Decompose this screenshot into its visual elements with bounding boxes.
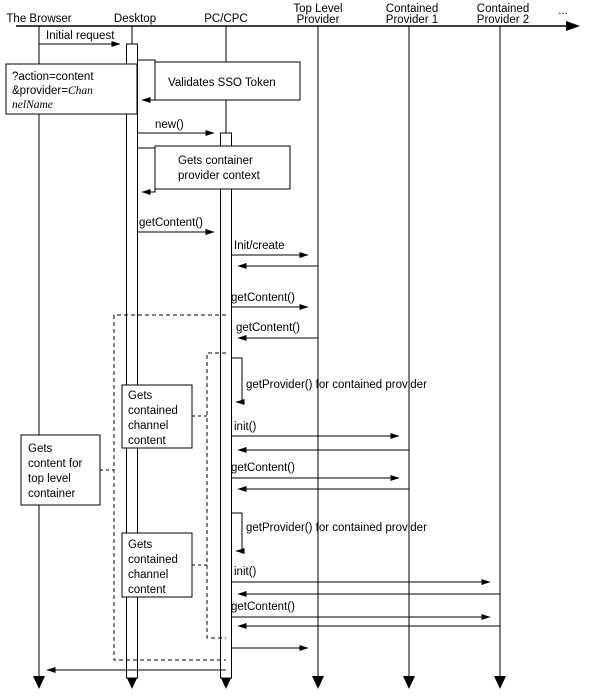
message-label-init-cp2: init() <box>234 566 257 578</box>
ellipsis-label: ... <box>558 5 568 17</box>
message-new: new() <box>137 119 215 137</box>
self-call-desktop-container-context <box>137 147 156 195</box>
note-contained-channel-content-1: Gets contained channel content <box>121 384 193 449</box>
note-contained-1-line3: channel <box>128 420 168 432</box>
message-getcontent-cp1: getContent() <box>231 462 400 482</box>
lifeline-header-toplevel: Top Level Provider <box>293 3 342 26</box>
message-label-getcontent-1: getContent() <box>139 217 203 229</box>
message-getcontent-toplevel-pccpc: getContent() <box>236 322 318 341</box>
lifeline-label-cp1-line1: Contained <box>386 3 438 15</box>
message-label-new: new() <box>155 119 184 131</box>
lifeline-label-cp2-line2: Provider 2 <box>477 14 529 26</box>
message-label-init-create: Init/create <box>234 240 285 252</box>
message-label-getcontent-cp1: getContent() <box>231 462 295 474</box>
lifeline-label-pccpc: PC/CPC <box>204 13 247 25</box>
self-call-pccpc-getprovider-2: getProvider() for contained provider <box>231 512 427 554</box>
self-call-desktop-validates-sso <box>137 59 156 103</box>
message-init-cp1: init() <box>231 421 400 440</box>
note-toplevel-line3: top level <box>28 473 71 485</box>
lifeline-header-cp1: Contained Provider 1 <box>386 3 438 26</box>
note-browser-url-line3: nelName <box>12 99 53 111</box>
lifeline-label-toplevel-line2: Provider <box>297 14 340 26</box>
message-getcontent-desktop-pccpc: getContent() <box>137 217 215 236</box>
lifeline-label-cp2-line1: Contained <box>477 3 529 15</box>
message-label-getprovider-1: getProvider() for contained provider <box>246 379 427 391</box>
message-getcontent-cp2: getContent() <box>231 601 491 621</box>
note-container-context-line2: provider context <box>178 170 261 182</box>
note-browser-url-line1: ?action=content <box>12 71 94 83</box>
note-toplevel-line1: Gets <box>28 443 53 455</box>
message-initial-request: Initial request <box>39 30 121 48</box>
note-contained-2-line2: contained <box>128 554 178 566</box>
note-contained-2-line4: content <box>128 584 167 596</box>
lifeline-label-browser: The Browser <box>6 13 71 25</box>
note-container-context-line1: Gets container <box>178 155 253 167</box>
note-validates-sso: Validates SSO Token <box>154 61 301 101</box>
note-contained-1-line1: Gets <box>128 390 153 402</box>
message-label-getcontent-cp2: getContent() <box>231 601 295 613</box>
lifeline-header-cp2: Contained Provider 2 <box>477 3 529 26</box>
message-label-getcontent-3: getContent() <box>236 322 300 334</box>
activation-desktop <box>126 43 138 679</box>
note-contained-2-line3: channel <box>128 569 168 581</box>
note-container-provider-context: Gets container provider context <box>154 145 291 190</box>
lifeline-header-browser: The Browser <box>6 13 71 25</box>
note-validates-sso-text: Validates SSO Token <box>168 77 276 89</box>
note-top-level-container: Gets content for top level container <box>20 434 101 506</box>
message-init-create: Init/create <box>231 240 309 259</box>
header-rule <box>16 21 580 31</box>
lifeline-header-desktop: Desktop <box>114 13 156 25</box>
message-label-init-cp1: init() <box>234 421 257 433</box>
note-contained-2-line1: Gets <box>128 539 153 551</box>
region-top-level-container <box>113 314 226 661</box>
lifeline-label-desktop: Desktop <box>114 13 156 25</box>
message-getcontent-pccpc-toplevel: getContent() <box>231 292 309 311</box>
message-init-cp2: init() <box>231 566 491 586</box>
lifeline-header-pccpc: PC/CPC <box>204 13 247 25</box>
note-browser-url-line2: &provider=Chan <box>12 85 93 97</box>
lifeline-header-ellipsis: ... <box>558 5 568 17</box>
note-browser-url: ?action=content &provider=Chan nelName <box>5 63 138 115</box>
lifeline-terminators <box>33 676 506 689</box>
note-contained-channel-content-2: Gets contained channel content <box>121 532 193 598</box>
note-toplevel-line4: container <box>28 488 75 500</box>
note-toplevel-line2: content for <box>28 458 83 470</box>
activation-pccpc <box>220 132 232 679</box>
lifeline-label-toplevel-line1: Top Level <box>293 3 342 15</box>
lifeline-label-cp1-line2: Provider 1 <box>386 14 438 26</box>
self-call-pccpc-getprovider-1: getProvider() for contained provider <box>231 357 427 405</box>
message-label-initial-request: Initial request <box>46 30 115 42</box>
note-contained-1-line2: contained <box>128 405 178 417</box>
message-label-getprovider-2: getProvider() for contained provider <box>246 522 427 534</box>
note-contained-1-line4: content <box>128 435 167 447</box>
message-label-getcontent-2: getContent() <box>231 292 295 304</box>
region-contained-provider <box>206 352 226 639</box>
